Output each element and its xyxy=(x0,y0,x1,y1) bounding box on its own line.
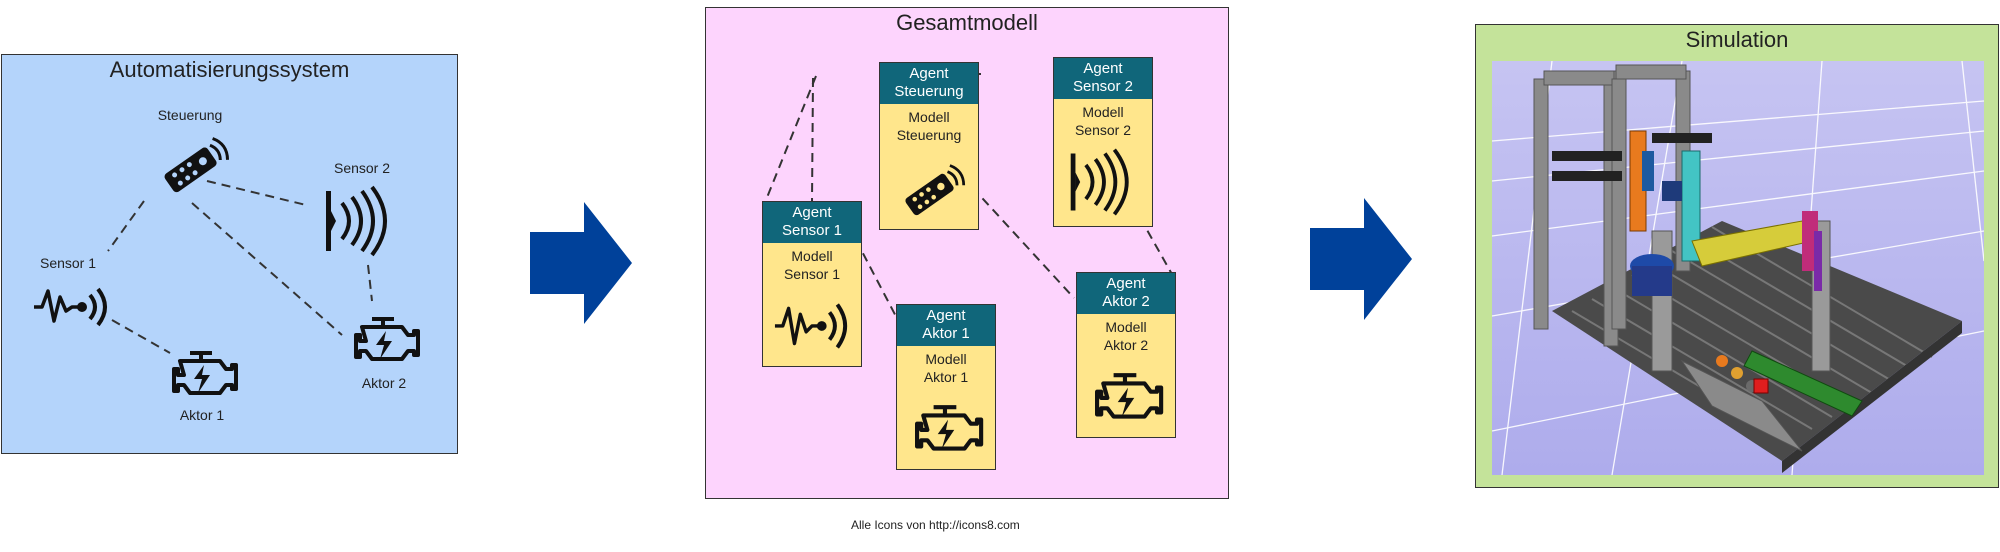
controller-label: Steuerung xyxy=(157,107,223,123)
actuator1-label: Aktor 1 xyxy=(179,407,225,423)
remote-control-icon xyxy=(164,137,230,193)
agent-sensor1-header: Agent Sensor 1 xyxy=(763,202,861,243)
agent-controller-header: Agent Steuerung xyxy=(880,63,978,104)
engine-icon xyxy=(1095,373,1164,419)
agent-actuator2-header: Agent Aktor 2 xyxy=(1077,273,1175,314)
model-sensor2-label: Modell Sensor 2 xyxy=(1074,104,1132,138)
model-controller-label: Modell Steuerung xyxy=(896,109,962,143)
sensor1-label: Sensor 1 xyxy=(39,255,97,271)
model-actuator2-label: Modell Aktor 2 xyxy=(1103,319,1149,353)
agent-sensor1-card: Agent Sensor 1 Modell Sensor 1 xyxy=(762,201,862,367)
proximity-sensor-icon xyxy=(1070,148,1129,216)
remote-control-icon xyxy=(905,164,966,216)
sensor2-label: Sensor 2 xyxy=(333,160,391,176)
automation-system-panel: Automatisierungssystem Steuerung Sensor … xyxy=(1,54,458,454)
simulation-3d-view xyxy=(1492,61,1984,475)
proximity-sensor-icon xyxy=(326,185,387,257)
overall-model-panel: Gesamtmodell Agent Steuerung Modell Steu… xyxy=(705,7,1229,499)
agent-actuator1-header: Agent Aktor 1 xyxy=(897,305,995,346)
icon-credit-footnote: Alle Icons von http://icons8.com xyxy=(851,518,1020,532)
agent-actuator1-card: Agent Aktor 1 Modell Aktor 1 xyxy=(896,304,996,470)
agent-sensor2-header: Agent Sensor 2 xyxy=(1054,58,1152,99)
engine-icon-actuator1 xyxy=(172,351,238,395)
model-sensor1-label: Modell Sensor 1 xyxy=(783,248,841,282)
agent-actuator2-card: Agent Aktor 2 Modell Aktor 2 xyxy=(1076,272,1176,438)
simulation-panel: Simulation xyxy=(1475,24,1999,488)
agent-sensor2-card: Agent Sensor 2 Modell Sensor 2 xyxy=(1053,57,1153,227)
engine-icon xyxy=(915,405,984,451)
agent-controller-card: Agent Steuerung Modell Steuerung xyxy=(879,62,979,230)
overall-model-title: Gesamtmodell xyxy=(896,10,1038,35)
model-actuator1-label: Modell Aktor 1 xyxy=(923,351,969,385)
engine-icon-actuator2 xyxy=(354,317,420,361)
right-arrow-icon xyxy=(530,202,632,324)
automation-system-title: Automatisierungssystem xyxy=(109,57,350,82)
sensor-signal-icon xyxy=(34,287,107,327)
sensor-signal-icon xyxy=(774,303,848,349)
actuator2-label: Aktor 2 xyxy=(361,375,407,391)
simulation-title: Simulation xyxy=(1685,27,1789,52)
right-arrow-icon xyxy=(1310,198,1412,320)
